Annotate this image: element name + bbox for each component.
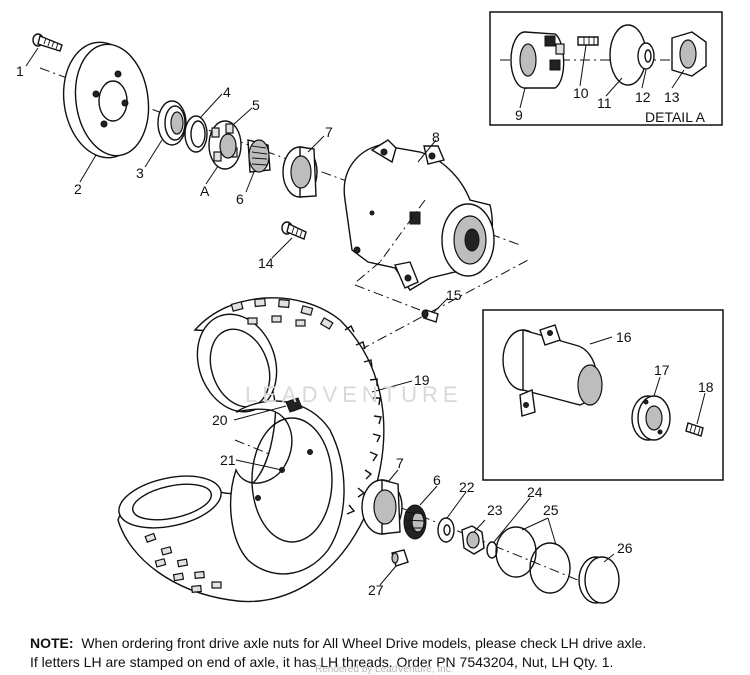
callout-7-upper: 7 (325, 124, 333, 140)
callout-1: 1 (16, 63, 24, 79)
note-text-2: If letters LH are stamped on end of axle… (30, 654, 614, 670)
wheel-rim-part-21 (230, 400, 345, 575)
callout-20: 20 (212, 412, 228, 428)
callout-5: 5 (252, 97, 260, 113)
bolt-part-10 (577, 36, 599, 46)
o-rings-part-25 (495, 526, 571, 594)
detail-hub-box (482, 309, 724, 481)
callout-11: 11 (597, 95, 612, 111)
bearing-cage-part-5 (208, 120, 242, 170)
callout-8: 8 (432, 129, 440, 145)
callout-22: 22 (459, 479, 475, 495)
castle-nut-part-23 (461, 525, 485, 555)
bearing-race-part-7-upper (282, 146, 318, 198)
rendered-by-footer: Rendered by LeadVenture, Inc. (315, 664, 454, 675)
callout-4: 4 (223, 84, 231, 100)
callout-a: A (200, 183, 210, 199)
callout-25: 25 (543, 502, 559, 518)
callout-3: 3 (136, 165, 144, 181)
detail-a-label: DETAIL A (645, 109, 706, 125)
callout-9: 9 (515, 107, 523, 123)
callout-leaders (25, 44, 706, 586)
watermark-text: LEADVENTURE (245, 382, 463, 407)
callout-10: 10 (573, 85, 589, 101)
callout-16: 16 (616, 329, 632, 345)
ring-part-24 (486, 541, 498, 559)
hub-housing-part-8 (343, 139, 495, 291)
note-line-1: NOTE: When ordering front drive axle nut… (30, 634, 750, 653)
hub-part-9 (510, 31, 565, 89)
callout-23: 23 (487, 502, 503, 518)
valve-stem-part-20 (285, 397, 303, 413)
callout-12: 12 (635, 89, 651, 105)
assembly-guide-lines (354, 199, 426, 311)
callout-27: 27 (368, 582, 384, 598)
tire-tread-blocks (144, 297, 334, 593)
callout-17: 17 (654, 362, 670, 378)
bearing-race-part-7-lower (361, 479, 403, 535)
bolt-part-14 (281, 221, 307, 240)
callout-13: 13 (664, 89, 680, 105)
note-line-2: If letters LH are stamped on end of axle… (30, 653, 750, 672)
callout-6-upper: 6 (236, 191, 244, 207)
note-block: NOTE: When ordering front drive axle nut… (30, 634, 750, 672)
callout-2: 2 (74, 181, 82, 197)
ring-part-4 (184, 115, 208, 153)
fitting-part-15 (421, 309, 439, 323)
bolt-part-18 (685, 422, 704, 437)
callout-6-lower: 6 (433, 472, 441, 488)
tapered-bearing-part-6-lower (403, 504, 427, 540)
note-keyword: NOTE: (30, 635, 74, 651)
seal-part-3 (157, 100, 187, 146)
detail-a-box (489, 11, 723, 126)
washer-part-12 (637, 42, 655, 70)
callout-21: 21 (220, 452, 236, 468)
callout-19: 19 (414, 372, 430, 388)
brake-disc-part-2 (62, 41, 150, 159)
washer-part-22 (437, 517, 455, 543)
tapered-bearing-part-6-upper (247, 139, 271, 173)
hub-part-16 (502, 324, 603, 417)
fitting-part-27 (391, 549, 409, 567)
callout-15: 15 (446, 287, 462, 303)
nut-part-13 (671, 31, 707, 77)
callout-7-lower: 7 (396, 455, 404, 471)
callout-18: 18 (698, 379, 714, 395)
hub-cap-part-26 (578, 556, 620, 604)
bolt-part-1 (32, 33, 63, 52)
assembly-guide-line-2 (359, 259, 529, 351)
callout-14: 14 (258, 255, 274, 271)
callout-24: 24 (527, 484, 543, 500)
note-text-1: When ordering front drive axle nuts for … (81, 635, 647, 651)
callout-26: 26 (617, 540, 633, 556)
cap-part-17 (631, 395, 671, 441)
